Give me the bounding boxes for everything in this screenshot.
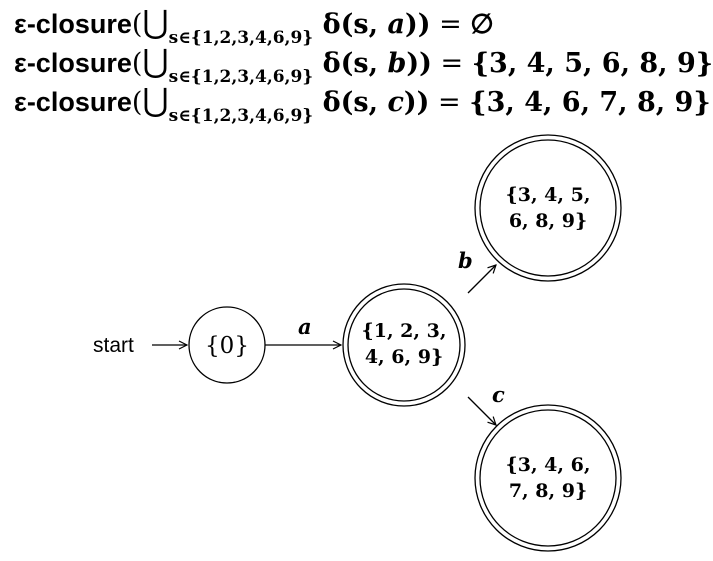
equation-symbol: b (387, 48, 407, 79)
equation-body-end: )) (404, 9, 431, 40)
equation-body: δ(s, (313, 9, 388, 40)
equation-operator: ε-closure (14, 48, 132, 78)
state-3-label-line-1: {3, 4, 6, (506, 454, 591, 476)
equation-result: {3, 4, 6, 7, 8, 9} (469, 87, 711, 118)
state-1-label-line-1: {1, 2, 3, (362, 320, 447, 342)
equation-equals: = (430, 9, 471, 40)
state-2-label-line-2: 6, 8, 9} (509, 210, 587, 232)
state-2: {3, 4, 5, 6, 8, 9} (474, 134, 622, 282)
state-0: {0} (188, 306, 266, 384)
equation-body-end: )) (403, 87, 430, 118)
edge-b-arrow (467, 265, 496, 294)
equation-equals: = (429, 87, 470, 118)
edge-c-arrow (467, 396, 496, 425)
union-subscript: s∈{1,2,3,4,6,9} (168, 67, 314, 87)
equation-operator: ε-closure (14, 87, 132, 117)
union-symbol: ⋃ (142, 42, 169, 80)
equation-body-end: )) (406, 48, 432, 79)
equation-1: ε-closure(⋃s∈{1,2,3,4,6,9} δ(s, a)) = ∅ (14, 5, 494, 55)
equation-paren: ( (131, 87, 143, 118)
edge-c-label: c (492, 382, 505, 407)
state-2-label-line-1: {3, 4, 5, (506, 184, 591, 206)
equation-result: ∅ (470, 9, 494, 40)
start-label: start (93, 334, 134, 357)
equation-body: δ(s, (313, 48, 388, 79)
edge-b-label: b (458, 248, 473, 273)
equation-paren: ( (131, 9, 143, 40)
equation-operator: ε-closure (14, 9, 132, 39)
state-0-label: {0} (205, 333, 249, 359)
equation-2: ε-closure(⋃s∈{1,2,3,4,6,9} δ(s, b)) = {3… (14, 44, 713, 94)
state-1-label-line-2: 4, 6, 9} (365, 346, 443, 368)
equation-body: δ(s, (313, 87, 388, 118)
union-symbol: ⋃ (142, 81, 169, 119)
union-subscript: s∈{1,2,3,4,6,9} (168, 28, 314, 48)
equation-symbol: a (387, 9, 405, 40)
union-symbol: ⋃ (142, 3, 169, 41)
equation-equals: = (431, 48, 472, 79)
equation-3: ε-closure(⋃s∈{1,2,3,4,6,9} δ(s, c)) = {3… (14, 83, 711, 133)
union-subscript: s∈{1,2,3,4,6,9} (168, 106, 314, 126)
equation-symbol: c (387, 87, 404, 118)
equation-result: {3, 4, 5, 6, 8, 9} (471, 48, 713, 79)
edge-a-label: a (298, 314, 312, 339)
state-3-label-line-2: 7, 8, 9} (509, 480, 587, 502)
state-3: {3, 4, 6, 7, 8, 9} (474, 404, 622, 552)
state-1: {1, 2, 3, 4, 6, 9} (342, 283, 466, 407)
equation-paren: ( (131, 48, 143, 79)
